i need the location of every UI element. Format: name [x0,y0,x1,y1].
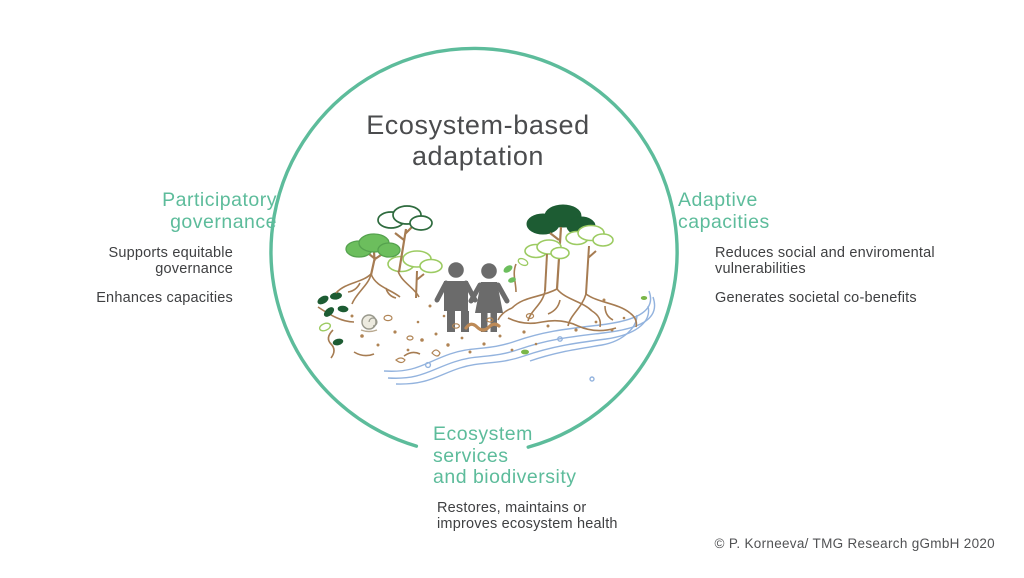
trees-right-icon [524,204,614,295]
leaves-icon [317,292,355,359]
section-heading-ecosystem-services: Ecosystem services and biodiversity [433,423,577,488]
worm-icon [464,322,501,332]
trees-left-icon [345,205,443,299]
soil-particles-icon [350,298,626,364]
roots-right-icon [497,288,638,332]
section-heading-participatory-governance: Participatory governance [162,189,277,233]
floating-leaf-icon [521,349,529,355]
circle-border [269,46,679,449]
seedling-icon [503,257,529,293]
floating-leaf-icon [640,296,648,300]
snail-icon [360,314,378,333]
section-heading-adaptive-capacities: Adaptive capacities [678,189,770,233]
adaptive-capacities-points: Reduces social and enviromental vulnerab… [715,245,935,306]
copyright-credit: © P. Korneeva/ TMG Research gGmbH 2020 [714,536,995,551]
point-generates-co-benefits: Generates societal co-benefits [715,290,917,306]
point-restores-ecosystem-health: Restores, maintains or improves ecosyste… [437,500,618,532]
participatory-governance-points: Supports equitable governance Enhances c… [96,245,233,306]
water-stream-icon [383,290,656,385]
diagram-title: Ecosystem-based adaptation [366,110,590,171]
ecosystem-services-points: Restores, maintains or improves ecosyste… [437,500,618,532]
people-icon [434,262,510,332]
point-reduces-vulnerabilities: Reduces social and enviromental vulnerab… [715,245,935,277]
ecosystem-illustration [317,204,656,385]
point-supports-equitable-governance: Supports equitable governance [108,245,233,277]
roots-left-icon [335,270,421,357]
point-enhances-capacities: Enhances capacities [96,290,233,306]
